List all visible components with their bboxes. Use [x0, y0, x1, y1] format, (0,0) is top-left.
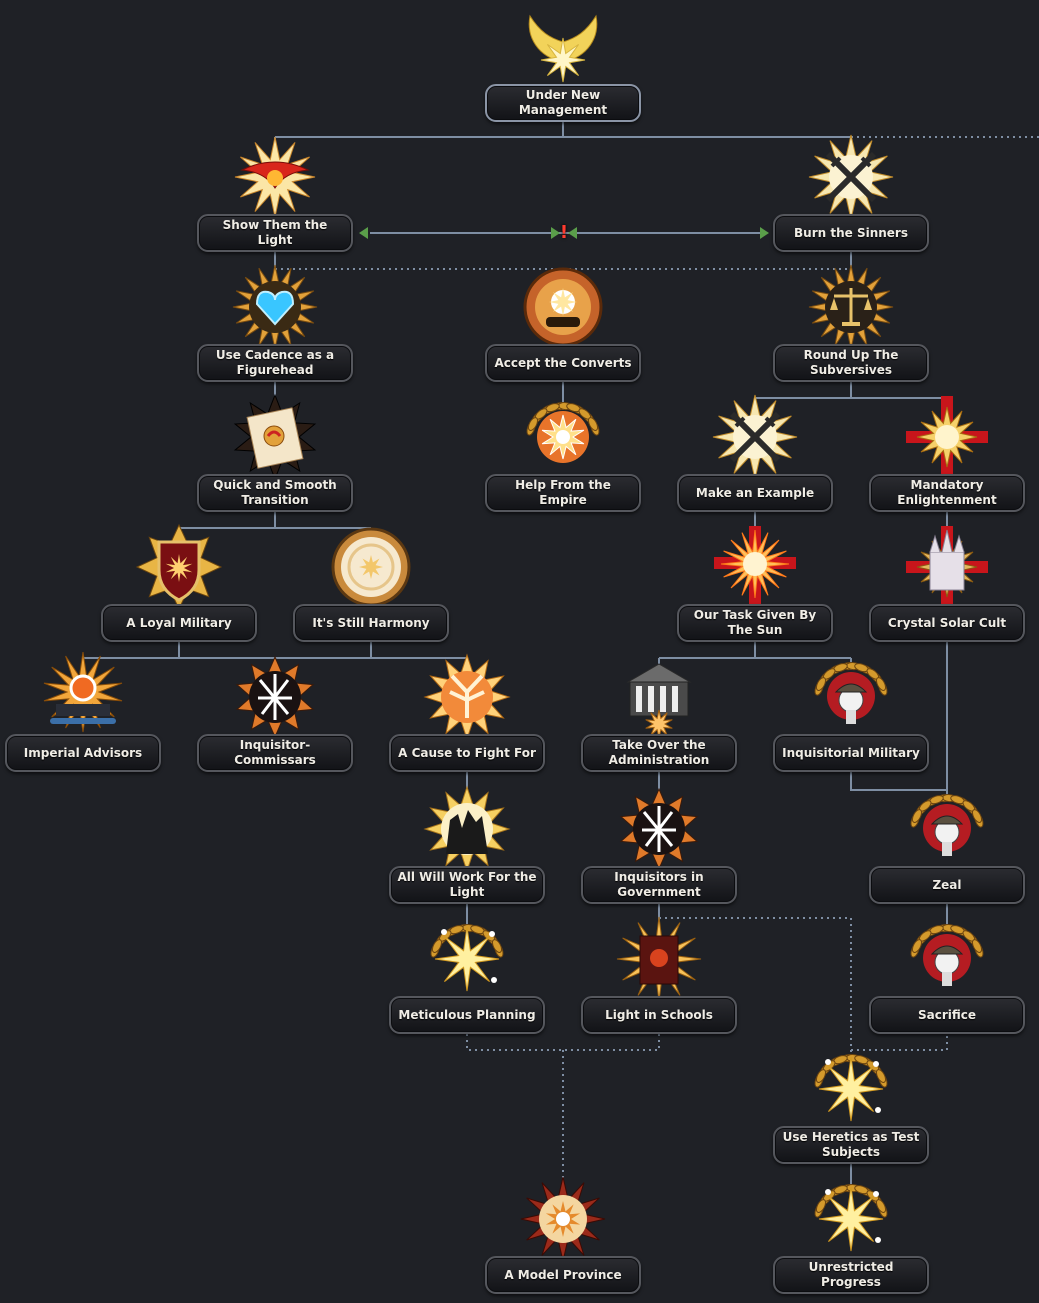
harmony-circle-icon: [326, 522, 416, 612]
sun-cross-icon: [902, 392, 992, 482]
focus-crystal-solar-cult[interactable]: Crystal Solar Cult: [869, 522, 1025, 642]
focus-label: Take Over the Administration: [581, 734, 737, 772]
focus-inquisitor-commissars[interactable]: Inquisitor-Commissars: [197, 652, 353, 772]
white-glyph-icon: [230, 652, 320, 742]
star-laurel-icon: [422, 914, 512, 1004]
crystal-heart-icon: [230, 262, 320, 352]
focus-accept-the-converts[interactable]: Accept the Converts: [485, 262, 641, 382]
focus-label: Inquisitor-Commissars: [197, 734, 353, 772]
focus-use-cadence[interactable]: Use Cadence as a Figurehead: [197, 262, 353, 382]
focus-label: It's Still Harmony: [293, 604, 449, 642]
focus-label: Unrestricted Progress: [773, 1256, 929, 1294]
focus-make-an-example[interactable]: Make an Example: [677, 392, 833, 512]
focus-imperial-advisors[interactable]: Imperial Advisors: [5, 652, 161, 772]
focus-label: Mandatory Enlightenment: [869, 474, 1025, 512]
focus-label: Meticulous Planning: [389, 996, 545, 1034]
focus-label: Inquisitorial Military: [773, 734, 929, 772]
focus-take-over-administration[interactable]: Take Over the Administration: [581, 652, 737, 772]
phoenix-badge-icon: [422, 652, 512, 742]
focus-task-given-by-sun[interactable]: Our Task Given By The Sun: [677, 522, 833, 642]
focus-label: A Loyal Military: [101, 604, 257, 642]
focus-heretics-test-subjects[interactable]: Use Heretics as Test Subjects: [773, 1044, 929, 1164]
focus-light-in-schools[interactable]: Light in Schools: [581, 914, 737, 1034]
focus-label: Show Them the Light: [197, 214, 353, 252]
soldier-laurel-icon: [902, 914, 992, 1004]
focus-loyal-military[interactable]: A Loyal Military: [101, 522, 257, 642]
focus-show-them-the-light[interactable]: Show Them the Light: [197, 132, 353, 252]
focus-mandatory-enlightenment[interactable]: Mandatory Enlightenment: [869, 392, 1025, 512]
scales-icon: [806, 262, 896, 352]
focus-label: Light in Schools: [581, 996, 737, 1034]
soldier-laurel-icon: [806, 652, 896, 742]
focus-inquisitors-in-government[interactable]: Inquisitors in Government: [581, 784, 737, 904]
focus-label: A Model Province: [485, 1256, 641, 1294]
focus-still-harmony[interactable]: It's Still Harmony: [293, 522, 449, 642]
focus-round-up-subversives[interactable]: Round Up The Subversives: [773, 262, 929, 382]
focus-meticulous-planning[interactable]: Meticulous Planning: [389, 914, 545, 1034]
focus-label: Inquisitors in Government: [581, 866, 737, 904]
focus-sacrifice[interactable]: Sacrifice: [869, 914, 1025, 1034]
focus-unrestricted-progress[interactable]: Unrestricted Progress: [773, 1174, 929, 1294]
government-building-icon: [614, 652, 704, 742]
cathedral-icon: [902, 522, 992, 612]
focus-zeal[interactable]: Zeal: [869, 784, 1025, 904]
workers-silhouette-icon: [422, 784, 512, 874]
crossed-swords-icon: [806, 132, 896, 222]
focus-label: Help From the Empire: [485, 474, 641, 512]
focus-label: Quick and Smooth Transition: [197, 474, 353, 512]
focus-label: Our Task Given By The Sun: [677, 604, 833, 642]
book-sun-icon: [614, 914, 704, 1004]
focus-inquisitorial-military[interactable]: Inquisitorial Military: [773, 652, 929, 772]
white-glyph-icon: [614, 784, 704, 874]
council-icon: [38, 652, 128, 742]
mutual-exclusion-arrow-left-icon: [359, 227, 368, 239]
crossed-swords-icon: [710, 392, 800, 482]
focus-label: Make an Example: [677, 474, 833, 512]
focus-cause-to-fight-for[interactable]: A Cause to Fight For: [389, 652, 545, 772]
focus-label: Zeal: [869, 866, 1025, 904]
star-laurel-icon: [806, 1044, 896, 1134]
sun-shield-icon: [134, 522, 224, 612]
mutual-exclusion-arrow-left-icon: [568, 227, 577, 239]
focus-label: A Cause to Fight For: [389, 734, 545, 772]
golden-wings-icon: [518, 2, 608, 92]
focus-under-new-management[interactable]: Under New Management: [485, 2, 641, 122]
mutual-exclusion-arrow-right-icon: [760, 227, 769, 239]
rose-emblem-icon: [518, 262, 608, 352]
letter-seal-icon: [230, 392, 320, 482]
sun-emblem-icon: [518, 1174, 608, 1264]
focus-quick-smooth-transition[interactable]: Quick and Smooth Transition: [197, 392, 353, 512]
focus-label: Use Cadence as a Figurehead: [197, 344, 353, 382]
mutual-exclusion-icon: !: [559, 222, 569, 244]
radiant-hand-icon: [710, 522, 800, 612]
focus-label: Imperial Advisors: [5, 734, 161, 772]
focus-label: Round Up The Subversives: [773, 344, 929, 382]
sun-laurel-icon: [518, 392, 608, 482]
focus-label: Use Heretics as Test Subjects: [773, 1126, 929, 1164]
focus-label: All Will Work For the Light: [389, 866, 545, 904]
focus-label: Burn the Sinners: [773, 214, 929, 252]
focus-model-province[interactable]: A Model Province: [485, 1174, 641, 1294]
focus-label: Crystal Solar Cult: [869, 604, 1025, 642]
focus-burn-the-sinners[interactable]: Burn the Sinners: [773, 132, 929, 252]
phoenix-sun-icon: [230, 132, 320, 222]
focus-label: Sacrifice: [869, 996, 1025, 1034]
focus-help-from-empire[interactable]: Help From the Empire: [485, 392, 641, 512]
focus-label: Under New Management: [485, 84, 641, 122]
star-laurel-icon: [806, 1174, 896, 1264]
soldier-laurel-icon: [902, 784, 992, 874]
focus-label: Accept the Converts: [485, 344, 641, 382]
focus-all-will-work[interactable]: All Will Work For the Light: [389, 784, 545, 904]
